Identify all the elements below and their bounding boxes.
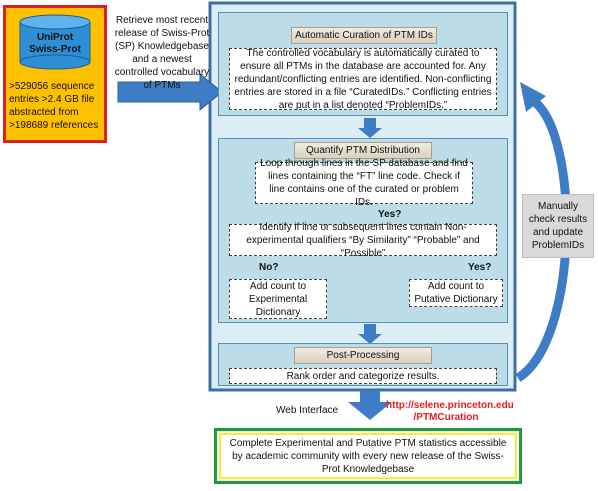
curation-title: Automatic Curation of PTM IDs: [291, 27, 437, 44]
source-stats: >529056 sequence entries >2.4 GB file ab…: [9, 81, 99, 131]
experimental-text: Add count to Experimental Dictionary: [248, 280, 308, 318]
loop-text: Loop through lines in the SP database an…: [260, 158, 468, 208]
yes-label-2: Yes?: [468, 262, 492, 273]
db-label-line2: Swiss-Prot: [29, 44, 81, 55]
postprocessing-title: Post-Processing: [294, 347, 432, 364]
retrieve-arrow: [117, 72, 223, 112]
source-box: UniProt Swiss-Prot >529056 sequence entr…: [3, 5, 107, 143]
url-link[interactable]: http://selene.princeton.edu /PTMCuration: [386, 400, 514, 423]
database-icon: UniProt Swiss-Prot: [18, 14, 92, 70]
manual-text: Manually check results and update Proble…: [528, 201, 588, 251]
postprocessing-text: Rank order and categorize results.: [286, 370, 440, 382]
identify-text: Identify if line or subsequent lines con…: [246, 221, 480, 259]
experimental-box: Add count to Experimental Dictionary: [229, 279, 327, 319]
db-label-line1: UniProt: [36, 32, 74, 43]
putative-text: Add count to Putative Dictionary: [414, 281, 498, 305]
yes-label-1: Yes?: [378, 209, 402, 220]
manual-box: Manually check results and update Proble…: [522, 194, 594, 258]
final-text: Complete Experimental and Putative PTM s…: [229, 437, 507, 475]
web-arrow: [348, 390, 392, 420]
loop-box: Loop through lines in the SP database an…: [255, 158, 473, 208]
feedback-arrow-head: [520, 82, 546, 112]
quantify-title: Quantify PTM Distribution: [294, 142, 432, 159]
web-interface-label: Web Interface: [276, 405, 339, 416]
down-arrow-2: [358, 324, 382, 344]
identify-box: Identify if line or subsequent lines con…: [229, 222, 497, 259]
no-label: No?: [259, 262, 279, 273]
final-inner: Complete Experimental and Putative PTM s…: [219, 433, 517, 479]
curation-body: The controlled vocabulary is automatical…: [229, 47, 497, 111]
final-box: Complete Experimental and Putative PTM s…: [214, 428, 522, 484]
postprocessing-body: Rank order and categorize results.: [229, 368, 497, 384]
retrieve-text: Retrieve most recent release of Swiss-Pr…: [114, 15, 210, 91]
down-arrow-1: [358, 118, 382, 138]
curation-body-text: The controlled vocabulary is automatical…: [234, 47, 492, 111]
putative-box: Add count to Putative Dictionary: [409, 279, 503, 307]
